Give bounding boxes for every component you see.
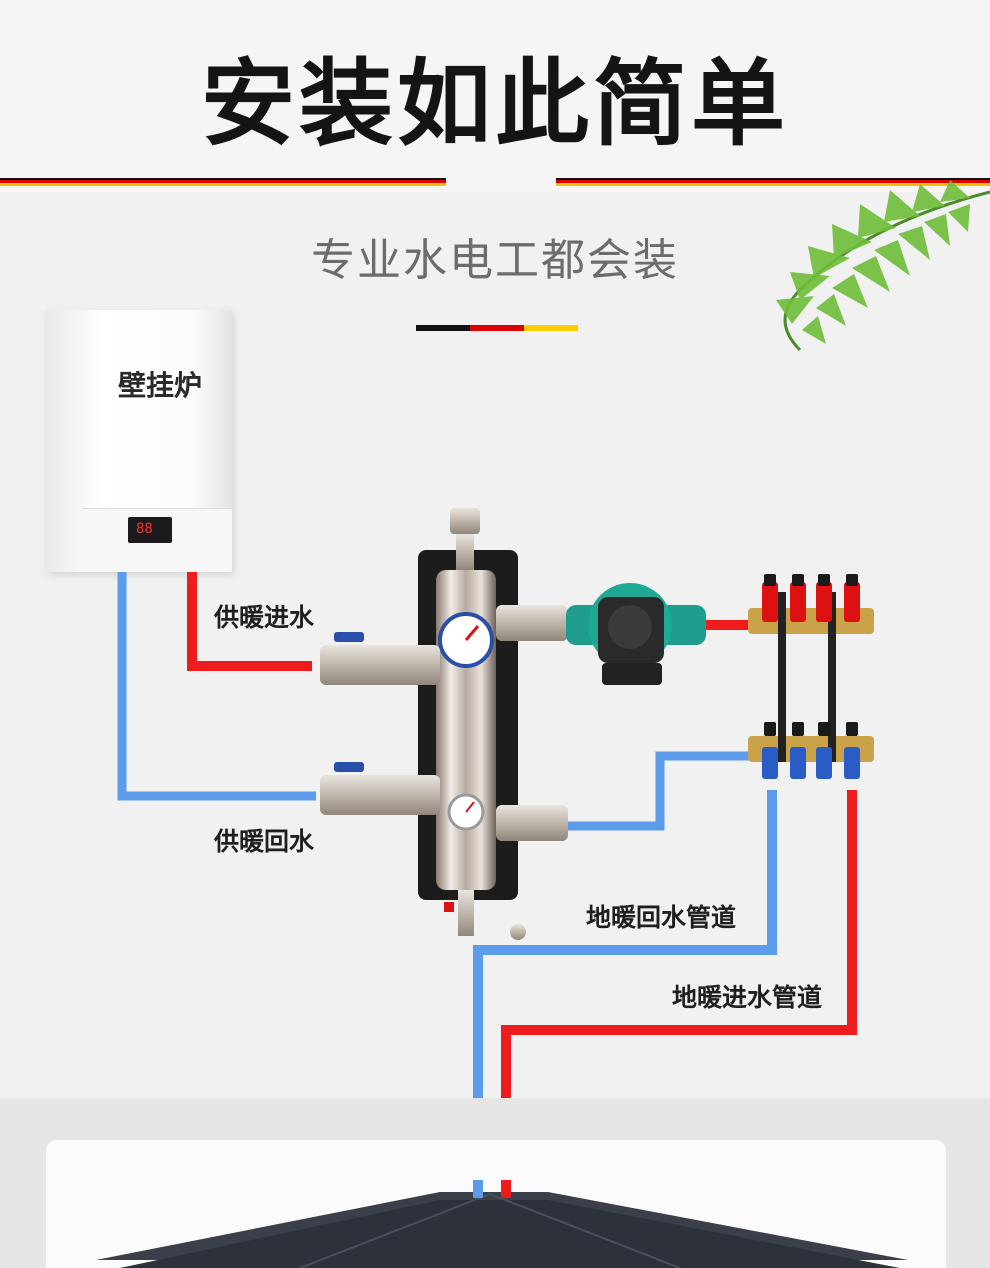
label-supply-return: 供暖回水 [214,827,315,856]
floor-return-upper-pipe [560,751,752,831]
boiler-control-panel [82,508,232,572]
hydraulic-separator [320,508,568,940]
subtitle: 专业水电工都会装 [311,235,679,286]
label-floor-in: 地暖进水管道 [672,983,823,1012]
wall-boiler: 壁挂炉 [46,310,232,572]
palm-leaf-decoration [776,180,990,352]
floor-heating-manifold [748,574,874,779]
supply-in-pipe [187,572,312,671]
floor-return-pipe [473,790,777,1195]
circulation-pump [566,583,706,685]
label-supply-in: 供暖进水 [214,603,315,632]
label-floor-return: 地暖回水管道 [586,903,737,932]
boiler-label: 壁挂炉 [118,369,203,402]
header-flag-divider [0,178,990,331]
floor-slab-graphic [96,1180,908,1268]
page-title: 安装如此简单 [200,50,789,159]
supply-return-pipe [117,572,316,801]
header-band [0,0,990,192]
boiler-display-icon [128,517,172,543]
